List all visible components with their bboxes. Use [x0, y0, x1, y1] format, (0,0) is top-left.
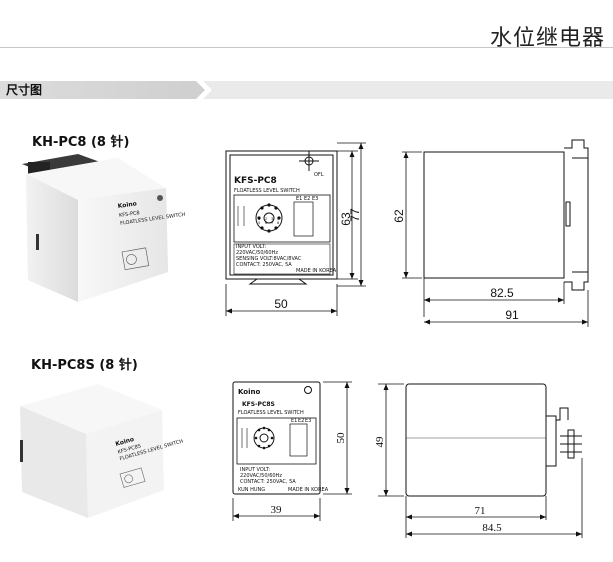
photo1-name: KFS-PC8 — [119, 210, 140, 219]
product-photo-kh-pc8s: Koino KFS-PC8S FLOATLESS LEVEL SWITCH — [20, 384, 184, 518]
side-view-kh-pc8: 62 82.5 91 — [392, 139, 589, 327]
photo1-brand: Koino — [117, 200, 137, 210]
front1-term3: E3 — [312, 196, 318, 202]
front2-name: KFS-PC8S — [242, 401, 275, 408]
front1-pin1: 1 — [258, 217, 260, 221]
dim2-depth-body: 71 — [475, 505, 486, 517]
dim1-width: 50 — [274, 297, 288, 311]
front1-pin8: 8 — [277, 221, 279, 225]
dim1-depth-body: 82.5 — [490, 286, 514, 300]
front2-made: MADE IN KOREA — [288, 487, 329, 493]
dim1-depth-total: 91 — [505, 308, 519, 322]
front2-term3: E3 — [305, 418, 311, 424]
product-photo-kh-pc8: Koino KFS-PC8 FLOATLESS LEVEL SWITCH — [22, 154, 186, 302]
front1-pin5: 5 — [258, 221, 260, 225]
front2-input: INPUT VOLT: — [240, 467, 270, 473]
front2-contact: CONTACT: 250VAC, 5A — [240, 479, 296, 485]
front1-pin3: 3 — [271, 217, 273, 221]
front1-pin4: 4 — [277, 217, 280, 221]
side1-body — [423, 151, 565, 279]
front2-outline — [232, 381, 321, 495]
page-title: 水位继电器 — [489, 26, 605, 51]
front1-pin6: 6 — [265, 221, 267, 225]
front1-pin2: 2 — [265, 217, 267, 221]
front1-name: KFS-PC8 — [234, 176, 277, 186]
front1-contact: CONTACT: 250VAC, 5A — [236, 262, 292, 268]
dim2-height: 50 — [335, 432, 347, 444]
front-view-kh-pc8s: Koino KFS-PC8S FLOATLESS LEVEL SWITCH E1… — [232, 381, 352, 521]
front2-volt: 220VAC/50/60Hz — [240, 473, 282, 479]
side-view-kh-pc8s: 49 71 84.5 — [374, 383, 583, 538]
side2-body — [405, 383, 547, 497]
front1-term1: E1 — [296, 196, 302, 202]
front1-pin7: 7 — [271, 221, 273, 225]
dim2-side-height: 49 — [374, 436, 386, 448]
title-divider — [0, 47, 613, 48]
model-label-kh-pc8: KH-PC8 (8 针) — [32, 135, 130, 150]
front1-term2: E2 — [304, 196, 310, 202]
dim2-width: 39 — [271, 504, 283, 516]
front1-led-label: OFL — [314, 172, 324, 178]
dim1-side-height: 62 — [392, 209, 406, 223]
front2-term1: E1 — [291, 418, 297, 424]
dim2-depth-total: 84.5 — [482, 522, 502, 534]
model-label-kh-pc8s: KH-PC8S (8 针) — [31, 358, 138, 373]
front2-brand: Koino — [238, 388, 260, 396]
section-band — [0, 81, 613, 99]
front1-sensing: SENSING VOLT:8VAC/8VAC — [236, 256, 302, 262]
photo1-led-icon — [157, 195, 163, 201]
front2-sub: FLOATLESS LEVEL SWITCH — [238, 410, 304, 416]
front1-made: MADE IN KOREA — [296, 268, 337, 274]
dim1-height-outer: 77 — [348, 208, 362, 222]
front2-maker: KUN HUNG — [238, 487, 265, 493]
front1-input: INPUT VOLT: — [236, 244, 266, 250]
dim1-height-inner: 63 — [339, 212, 353, 226]
front1-sub: FLOATLESS LEVEL SWITCH — [234, 188, 300, 194]
section-label: 尺寸图 — [6, 83, 43, 97]
front-view-kh-pc8: KFS-PC8 FLOATLESS LEVEL SWITCH OFL E1 E2… — [225, 142, 366, 316]
front2-term2: E2 — [298, 418, 304, 424]
front1-volt: 220VAC/50/60Hz — [236, 250, 278, 256]
